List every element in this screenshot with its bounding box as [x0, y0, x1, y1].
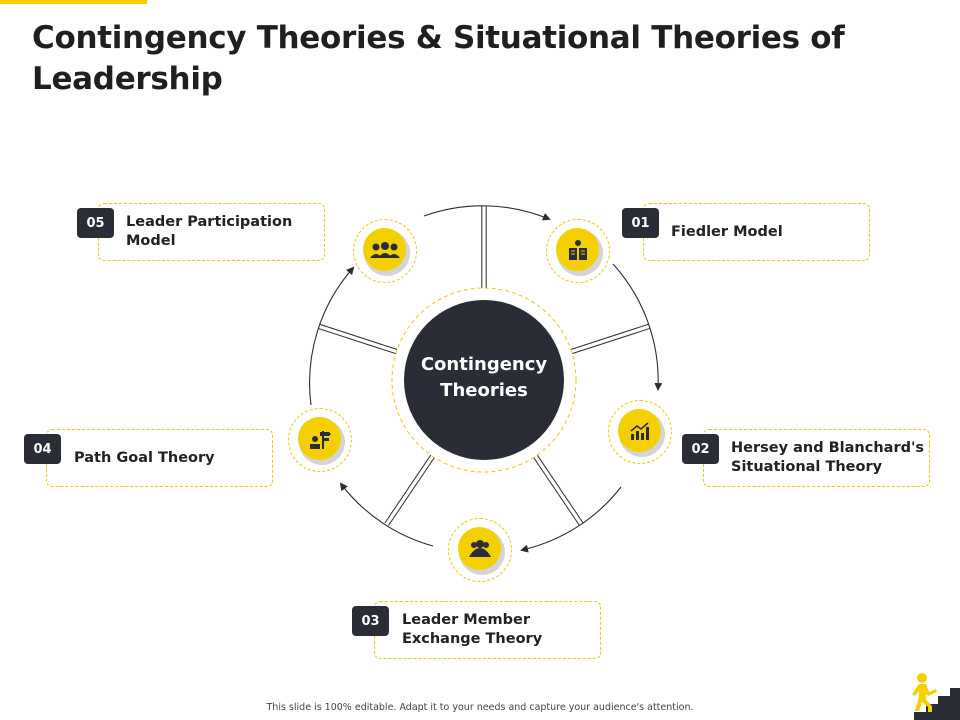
center-label: Contingency Theories — [404, 352, 564, 404]
center-line2: Theories — [440, 380, 528, 401]
stairs-climber-icon — [912, 673, 960, 720]
radial-divider — [319, 323, 398, 350]
item-label: Leader Participation Model — [126, 214, 293, 249]
arc-connector — [423, 205, 551, 221]
item-box-05: Leader Participation Model — [98, 203, 325, 261]
radial-divider — [572, 327, 651, 355]
signpost-person-icon — [288, 408, 352, 472]
arc-connector — [339, 482, 434, 547]
item-number-badge: 02 — [682, 434, 719, 464]
item-number-badge: 01 — [622, 208, 659, 238]
item-label: Path Goal Theory — [74, 449, 215, 466]
item-box-03: Leader Member Exchange Theory — [374, 601, 601, 659]
radial-divider — [384, 454, 432, 524]
radial-divider — [533, 457, 580, 526]
item-box-01: Fiedler Model — [643, 203, 870, 261]
item-number-badge: 04 — [24, 434, 61, 464]
radial-divider — [317, 327, 396, 355]
radial-divider — [388, 457, 435, 526]
item-number-badge: 05 — [77, 208, 114, 238]
idea-book-icon — [546, 219, 610, 283]
radial-divider — [570, 323, 649, 350]
group-icon — [353, 219, 417, 283]
center-circle — [404, 300, 564, 460]
item-box-02: Hersey and Blanchard's Situational Theor… — [703, 429, 930, 487]
accent-bar — [0, 0, 147, 4]
arc-connector — [612, 263, 663, 391]
center-line1: Contingency — [420, 354, 548, 375]
item-box-04: Path Goal Theory — [46, 429, 273, 487]
item-number-badge: 03 — [352, 606, 389, 636]
page-title: Contingency Theories & Situational Theor… — [32, 20, 845, 97]
item-label: Hersey and Blanchard's Situational Theor… — [731, 440, 925, 475]
radial-divider — [536, 454, 584, 524]
item-label: Leader Member Exchange Theory — [402, 612, 543, 647]
arc-connector — [520, 486, 622, 553]
footer-note: This slide is 100% editable. Adapt it to… — [266, 702, 694, 713]
item-label: Fiedler Model — [671, 223, 783, 240]
arc-connector — [309, 266, 355, 406]
growth-chart-icon — [608, 400, 672, 464]
team-icon — [448, 518, 512, 582]
